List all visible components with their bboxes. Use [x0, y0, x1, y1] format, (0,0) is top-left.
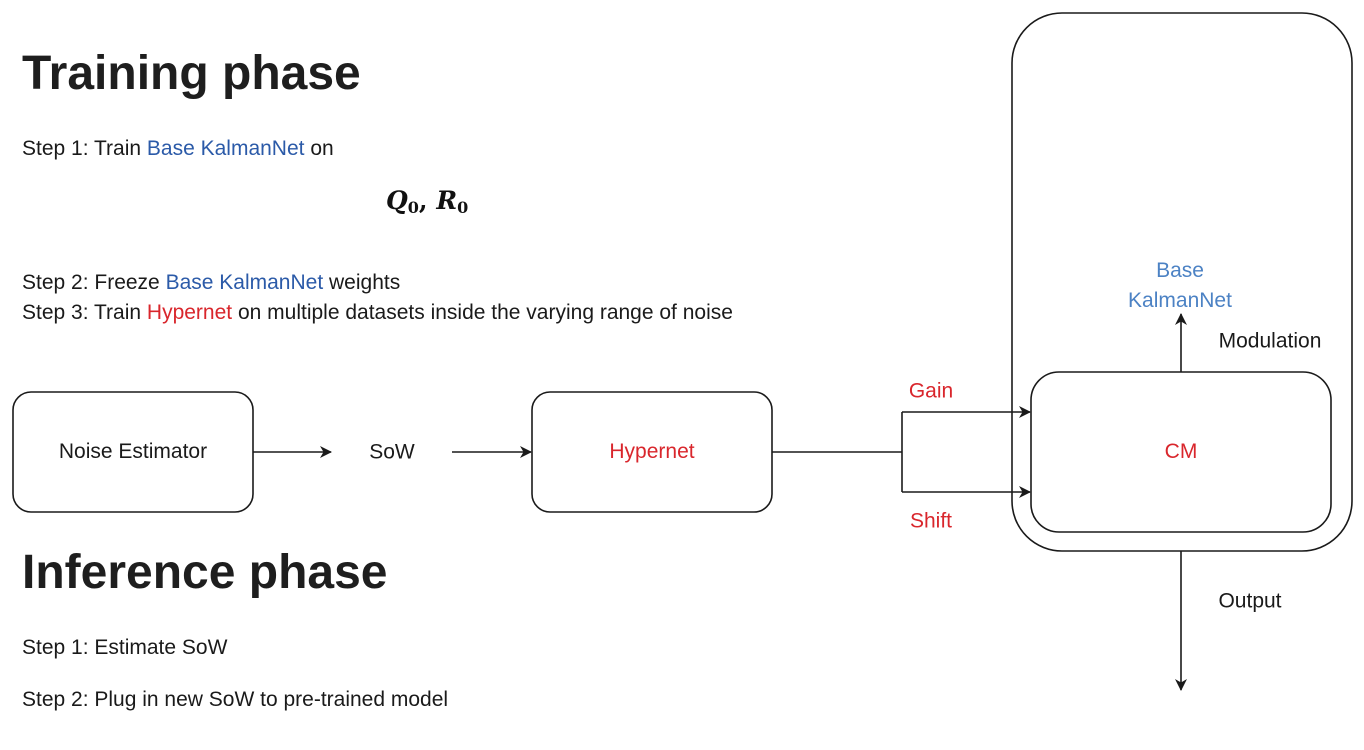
outer-module-box [1011, 12, 1353, 552]
training-step-3-suffix: on multiple datasets inside the varying … [232, 301, 733, 324]
hypernet-label: Hypernet [609, 440, 695, 463]
math-r-sub: 0 [457, 198, 469, 217]
training-step-2: Step 2: Freeze Base KalmanNet weights [22, 272, 400, 293]
modulation-label: Modulation [1218, 329, 1322, 353]
training-step-3: Step 3: Train Hypernet on multiple datas… [22, 302, 733, 323]
training-phase-title: Training phase [22, 47, 361, 100]
gain-label: Gain [908, 379, 954, 403]
inference-step-2: Step 2: Plug in new SoW to pre-trained m… [22, 688, 449, 711]
training-step-1: Step 1: Train Base KalmanNet on [22, 138, 334, 159]
base-kalmannet-line-2: KalmanNet [1128, 289, 1232, 312]
math-r: R [436, 186, 458, 215]
shift-label: Shift [909, 509, 953, 533]
training-step-1-suffix: on [304, 137, 334, 160]
sow-label: SoW [369, 440, 415, 464]
output-label: Output [1218, 589, 1282, 613]
training-step-3-highlight: Hypernet [146, 301, 233, 324]
training-step-1-highlight: Base KalmanNet [146, 137, 305, 160]
noise-estimator-label: Noise Estimator [58, 440, 208, 463]
training-step-3-prefix: Step 3: Train [22, 301, 147, 324]
base-kalmannet-line-1: Base [1156, 259, 1204, 282]
base-kalmannet-label: Base KalmanNet [1100, 256, 1260, 316]
training-step-1-prefix: Step 1: Train [22, 137, 147, 160]
training-step-2-highlight: Base KalmanNet [165, 271, 324, 294]
math-q: Q [386, 186, 408, 215]
inference-phase-title: Inference phase [22, 546, 388, 599]
noise-covariance-formula: Q0, R0 [386, 186, 468, 217]
math-sep: , [418, 186, 437, 215]
inference-step-1: Step 1: Estimate SoW [22, 636, 228, 659]
training-step-2-suffix: weights [323, 271, 401, 294]
training-step-2-prefix: Step 2: Freeze [22, 271, 166, 294]
cm-label: CM [1164, 440, 1198, 463]
math-q-sub: 0 [407, 198, 419, 217]
